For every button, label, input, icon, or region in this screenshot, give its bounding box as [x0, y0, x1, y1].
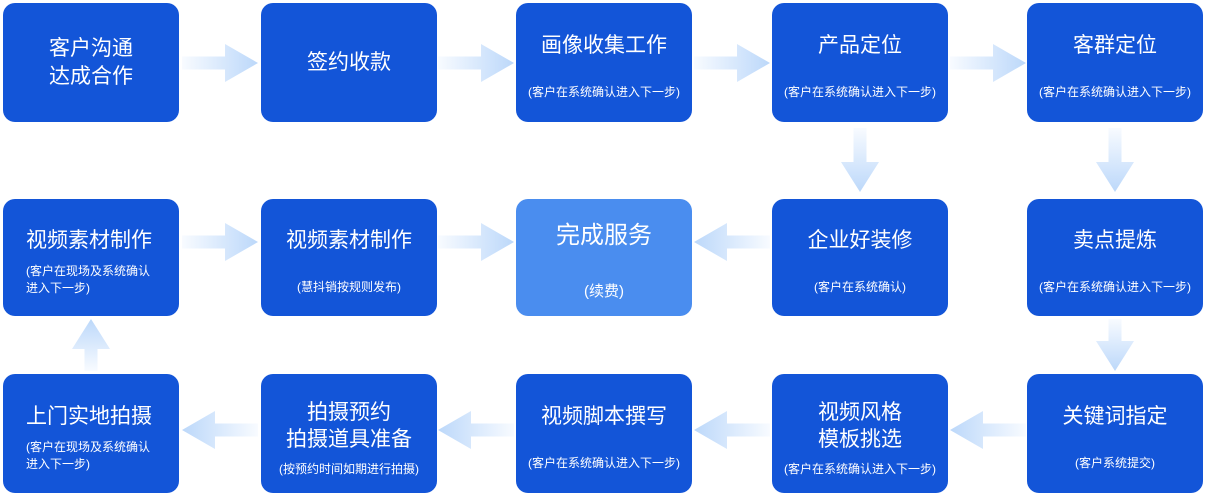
- arrow-right-icon: [438, 223, 514, 261]
- arrow-left-icon: [950, 411, 1026, 449]
- box-title: 视频脚本撰写: [541, 404, 667, 428]
- box-subtitle: (续费): [584, 283, 624, 301]
- box-video-material-production: 视频素材制作 (客户在现场及系统确认 进入下一步): [3, 199, 179, 316]
- arrow-down-icon: [1096, 319, 1134, 371]
- box-title: 画像收集工作: [541, 33, 667, 57]
- box-title: 企业好装修: [807, 228, 913, 252]
- box-subtitle: (客户在系统确认): [814, 279, 906, 294]
- arrow-left-icon: [182, 411, 258, 449]
- arrow-right-icon: [182, 223, 258, 261]
- arrow-right-icon: [950, 44, 1026, 82]
- arrow-up-icon: [72, 319, 110, 371]
- box-enterprise-decoration: 企业好装修 (客户在系统确认): [772, 199, 948, 316]
- box-onsite-shooting: 上门实地拍摄 (客户在现场及系统确认 进入下一步): [3, 374, 179, 493]
- box-subtitle: (客户系统提交): [1075, 455, 1155, 470]
- box-title: 视频风格 模板挑选: [818, 400, 902, 451]
- box-title: 上门实地拍摄: [26, 405, 152, 429]
- box-video-script-writing: 视频脚本撰写 (客户在系统确认进入下一步): [516, 374, 692, 493]
- box-subtitle: (按预约时间如期进行拍摄): [279, 462, 419, 477]
- arrow-left-icon: [694, 411, 770, 449]
- box-subtitle: (客户在系统确认进入下一步): [784, 84, 936, 99]
- box-title: 签约收款: [307, 50, 391, 74]
- arrow-left-icon: [438, 411, 514, 449]
- box-subtitle: (客户在系统确认进入下一步): [528, 455, 680, 470]
- box-service-completed: 完成服务 (续费): [516, 199, 692, 316]
- box-keyword-assignment: 关键词指定 (客户系统提交): [1027, 374, 1203, 493]
- box-title: 视频素材制作: [26, 229, 152, 253]
- box-title: 关键词指定: [1062, 404, 1168, 428]
- box-subtitle: (客户在系统确认进入下一步): [1039, 279, 1191, 294]
- box-title: 视频素材制作: [286, 228, 412, 252]
- box-customer-communication: 客户沟通 达成合作: [3, 3, 179, 122]
- arrow-right-icon: [438, 44, 514, 82]
- box-portrait-collection: 画像收集工作 (客户在系统确认进入下一步): [516, 3, 692, 122]
- box-sign-and-collect-payment: 签约收款: [261, 3, 437, 122]
- box-subtitle: (客户在系统确认进入下一步): [784, 462, 936, 477]
- box-video-style-template: 视频风格 模板挑选 (客户在系统确认进入下一步): [772, 374, 948, 493]
- box-title: 卖点提炼: [1073, 228, 1157, 252]
- arrow-down-icon: [1096, 128, 1134, 192]
- box-subtitle: (客户在现场及系统确认 进入下一步): [26, 439, 150, 472]
- box-subtitle: (客户在现场及系统确认 进入下一步): [26, 263, 150, 296]
- box-title: 产品定位: [818, 33, 902, 57]
- arrow-right-icon: [694, 44, 770, 82]
- arrow-right-icon: [182, 44, 258, 82]
- box-shooting-reservation: 拍摄预约 拍摄道具准备 (按预约时间如期进行拍摄): [261, 374, 437, 493]
- box-title: 完成服务: [556, 222, 652, 250]
- arrow-left-icon: [694, 223, 770, 261]
- arrow-down-icon: [841, 128, 879, 192]
- box-video-material-publishing: 视频素材制作 (慧抖销按规则发布): [261, 199, 437, 316]
- box-subtitle: (客户在系统确认进入下一步): [1039, 84, 1191, 99]
- box-subtitle: (慧抖销按规则发布): [297, 279, 401, 294]
- box-title: 拍摄预约 拍摄道具准备: [286, 400, 412, 451]
- box-title: 客群定位: [1073, 33, 1157, 57]
- box-customer-group-positioning: 客群定位 (客户在系统确认进入下一步): [1027, 3, 1203, 122]
- box-selling-point-extraction: 卖点提炼 (客户在系统确认进入下一步): [1027, 199, 1203, 316]
- box-product-positioning: 产品定位 (客户在系统确认进入下一步): [772, 3, 948, 122]
- box-title: 客户沟通 达成合作: [49, 37, 133, 88]
- box-subtitle: (客户在系统确认进入下一步): [528, 84, 680, 99]
